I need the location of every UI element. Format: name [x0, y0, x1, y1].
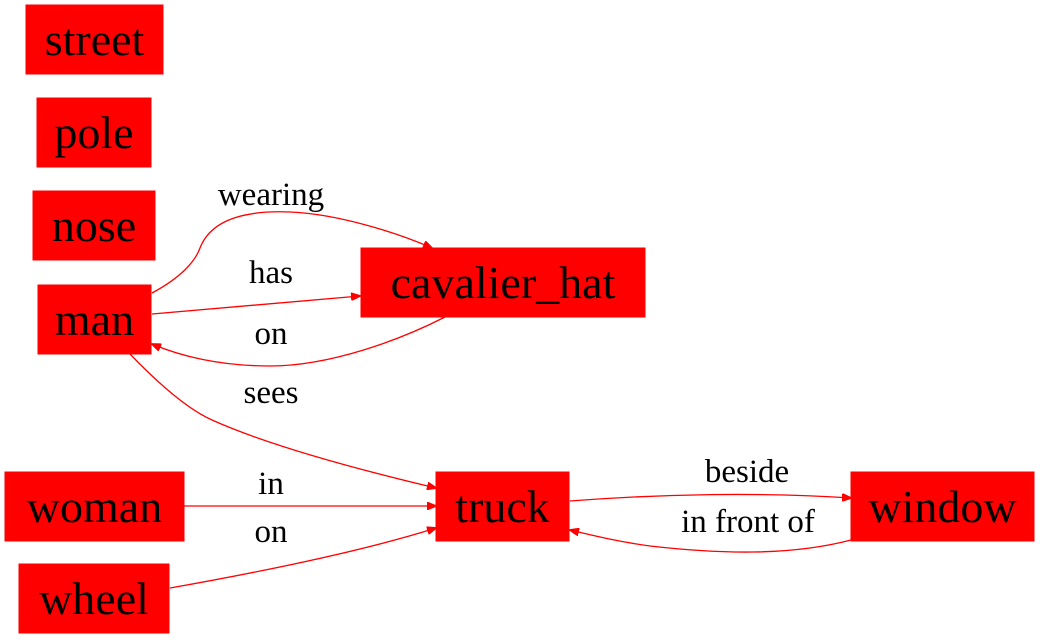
node-box	[435, 471, 570, 542]
node-wheel: wheel	[18, 563, 170, 634]
edge-man-wearing-cavalier-hat: wearing	[151, 177, 432, 294]
node-box	[4, 471, 185, 542]
edge-line	[129, 353, 436, 488]
edge-man-sees-truck: sees	[129, 353, 436, 488]
node-label-woman: woman	[27, 481, 162, 532]
node-label-street: street	[45, 14, 145, 65]
node-cavalier-hat: cavalier_hat	[360, 247, 646, 318]
node-label-wheel: wheel	[39, 573, 149, 624]
edge-line	[152, 316, 446, 367]
node-man: man	[37, 284, 152, 355]
edge-man-has-cavalier-hat: has	[151, 255, 360, 315]
node-label-pole: pole	[54, 107, 133, 158]
node-window: window	[850, 471, 1035, 542]
node-label-window: window	[868, 481, 1017, 532]
edge-label-wearing: wearing	[218, 177, 324, 213]
node-box	[36, 97, 152, 168]
edge-label-in-front-of: in front of	[681, 504, 815, 540]
edge-truck-beside-window: beside	[569, 454, 851, 501]
node-label-cavalier-hat: cavalier_hat	[391, 257, 616, 308]
node-nose: nose	[32, 190, 156, 261]
node-box	[37, 284, 152, 355]
edge-line	[570, 530, 852, 553]
edge-wheel-on-truck: on	[169, 514, 436, 589]
node-box	[32, 190, 156, 261]
node-truck: truck	[435, 471, 570, 542]
edge-line	[151, 211, 432, 294]
edge-label-on: on	[255, 514, 288, 550]
edge-line	[169, 528, 436, 589]
edge-label-on: on	[255, 316, 288, 352]
edge-line	[569, 494, 851, 501]
edge-label-in: in	[258, 466, 284, 502]
edge-woman-in-truck: in	[184, 466, 436, 506]
node-label-man: man	[55, 294, 134, 345]
node-box	[360, 247, 646, 318]
node-label-nose: nose	[52, 200, 136, 251]
node-street: street	[25, 4, 164, 75]
node-label-truck: truck	[455, 481, 550, 532]
edge-window-in-front-of-truck: in front of	[570, 504, 852, 553]
edge-label-sees: sees	[244, 375, 299, 411]
node-woman: woman	[4, 471, 185, 542]
edge-label-has: has	[249, 255, 293, 291]
edge-cavalier-hat-on-man: on	[152, 316, 446, 367]
node-box	[850, 471, 1035, 542]
edge-line	[151, 296, 360, 315]
node-pole: pole	[36, 97, 152, 168]
edge-label-beside: beside	[705, 454, 789, 490]
node-box	[25, 4, 164, 75]
node-box	[18, 563, 170, 634]
